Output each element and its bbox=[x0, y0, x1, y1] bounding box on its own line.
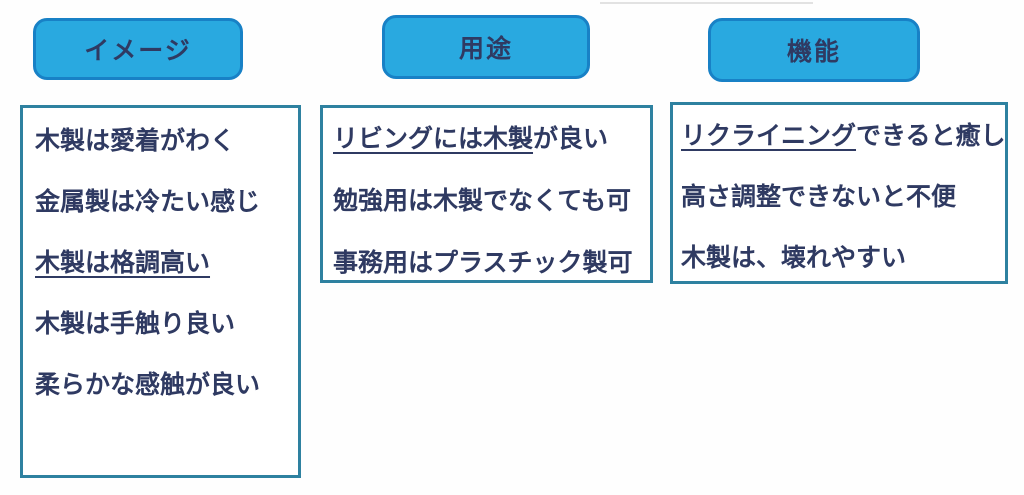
note-line: 木製は愛着がわく bbox=[35, 110, 294, 171]
note-text: 木製は、壊れやすい bbox=[681, 243, 907, 272]
note-line: 木製は手触り良い bbox=[35, 293, 294, 354]
note-line: 金属製は冷たい感じ bbox=[35, 171, 294, 232]
note-line: 木製は格調高い bbox=[35, 232, 294, 293]
notes-box-usage: リビングには木製が良い 勉強用は木製でなくても可 事務用はプラスチック製可 bbox=[320, 105, 653, 283]
note-text: 木製は手触り良い bbox=[35, 309, 236, 338]
header-usage: 用途 bbox=[382, 15, 590, 79]
note-text-underlined: リビングには木製 bbox=[333, 124, 534, 153]
note-text: が良い bbox=[533, 124, 609, 153]
header-function: 機能 bbox=[708, 18, 920, 82]
top-crop-artifact bbox=[600, 2, 813, 4]
note-text-underlined: リクライニング bbox=[681, 121, 857, 150]
notes-box-image: 木製は愛着がわく 金属製は冷たい感じ 木製は格調高い 木製は手触り良い 柔らかな… bbox=[20, 105, 301, 478]
note-line: 勉強用は木製でなくても可 bbox=[333, 170, 646, 232]
note-text: 柔らかな感触が良い bbox=[35, 370, 261, 399]
header-image: イメージ bbox=[33, 18, 243, 80]
note-text-underlined: 木製は格調高い bbox=[35, 248, 211, 277]
note-text: 金属製は冷たい感じ bbox=[35, 187, 261, 216]
note-text: できると癒し bbox=[856, 121, 1006, 150]
note-line: 木製は、壊れやすい bbox=[681, 227, 1001, 281]
note-text: 勉強用は木製でなくても可 bbox=[333, 186, 632, 215]
header-usage-label: 用途 bbox=[458, 34, 513, 63]
notes-box-function: リクライニングできると癒し 高さ調整できないと不便 木製は、壊れやすい bbox=[670, 102, 1008, 284]
note-line: リビングには木製が良い bbox=[333, 108, 646, 170]
note-line: 高さ調整できないと不便 bbox=[681, 166, 1001, 227]
header-image-label: イメージ bbox=[84, 36, 192, 65]
header-function-label: 機能 bbox=[786, 37, 841, 66]
note-text: 木製は愛着がわく bbox=[35, 126, 236, 155]
note-text: 高さ調整できないと不便 bbox=[681, 182, 957, 211]
note-line: 事務用はプラスチック製可 bbox=[333, 232, 646, 280]
note-text: 事務用はプラスチック製可 bbox=[333, 248, 633, 277]
note-line: 柔らかな感触が良い bbox=[35, 354, 294, 415]
note-line: リクライニングできると癒し bbox=[681, 105, 1005, 166]
